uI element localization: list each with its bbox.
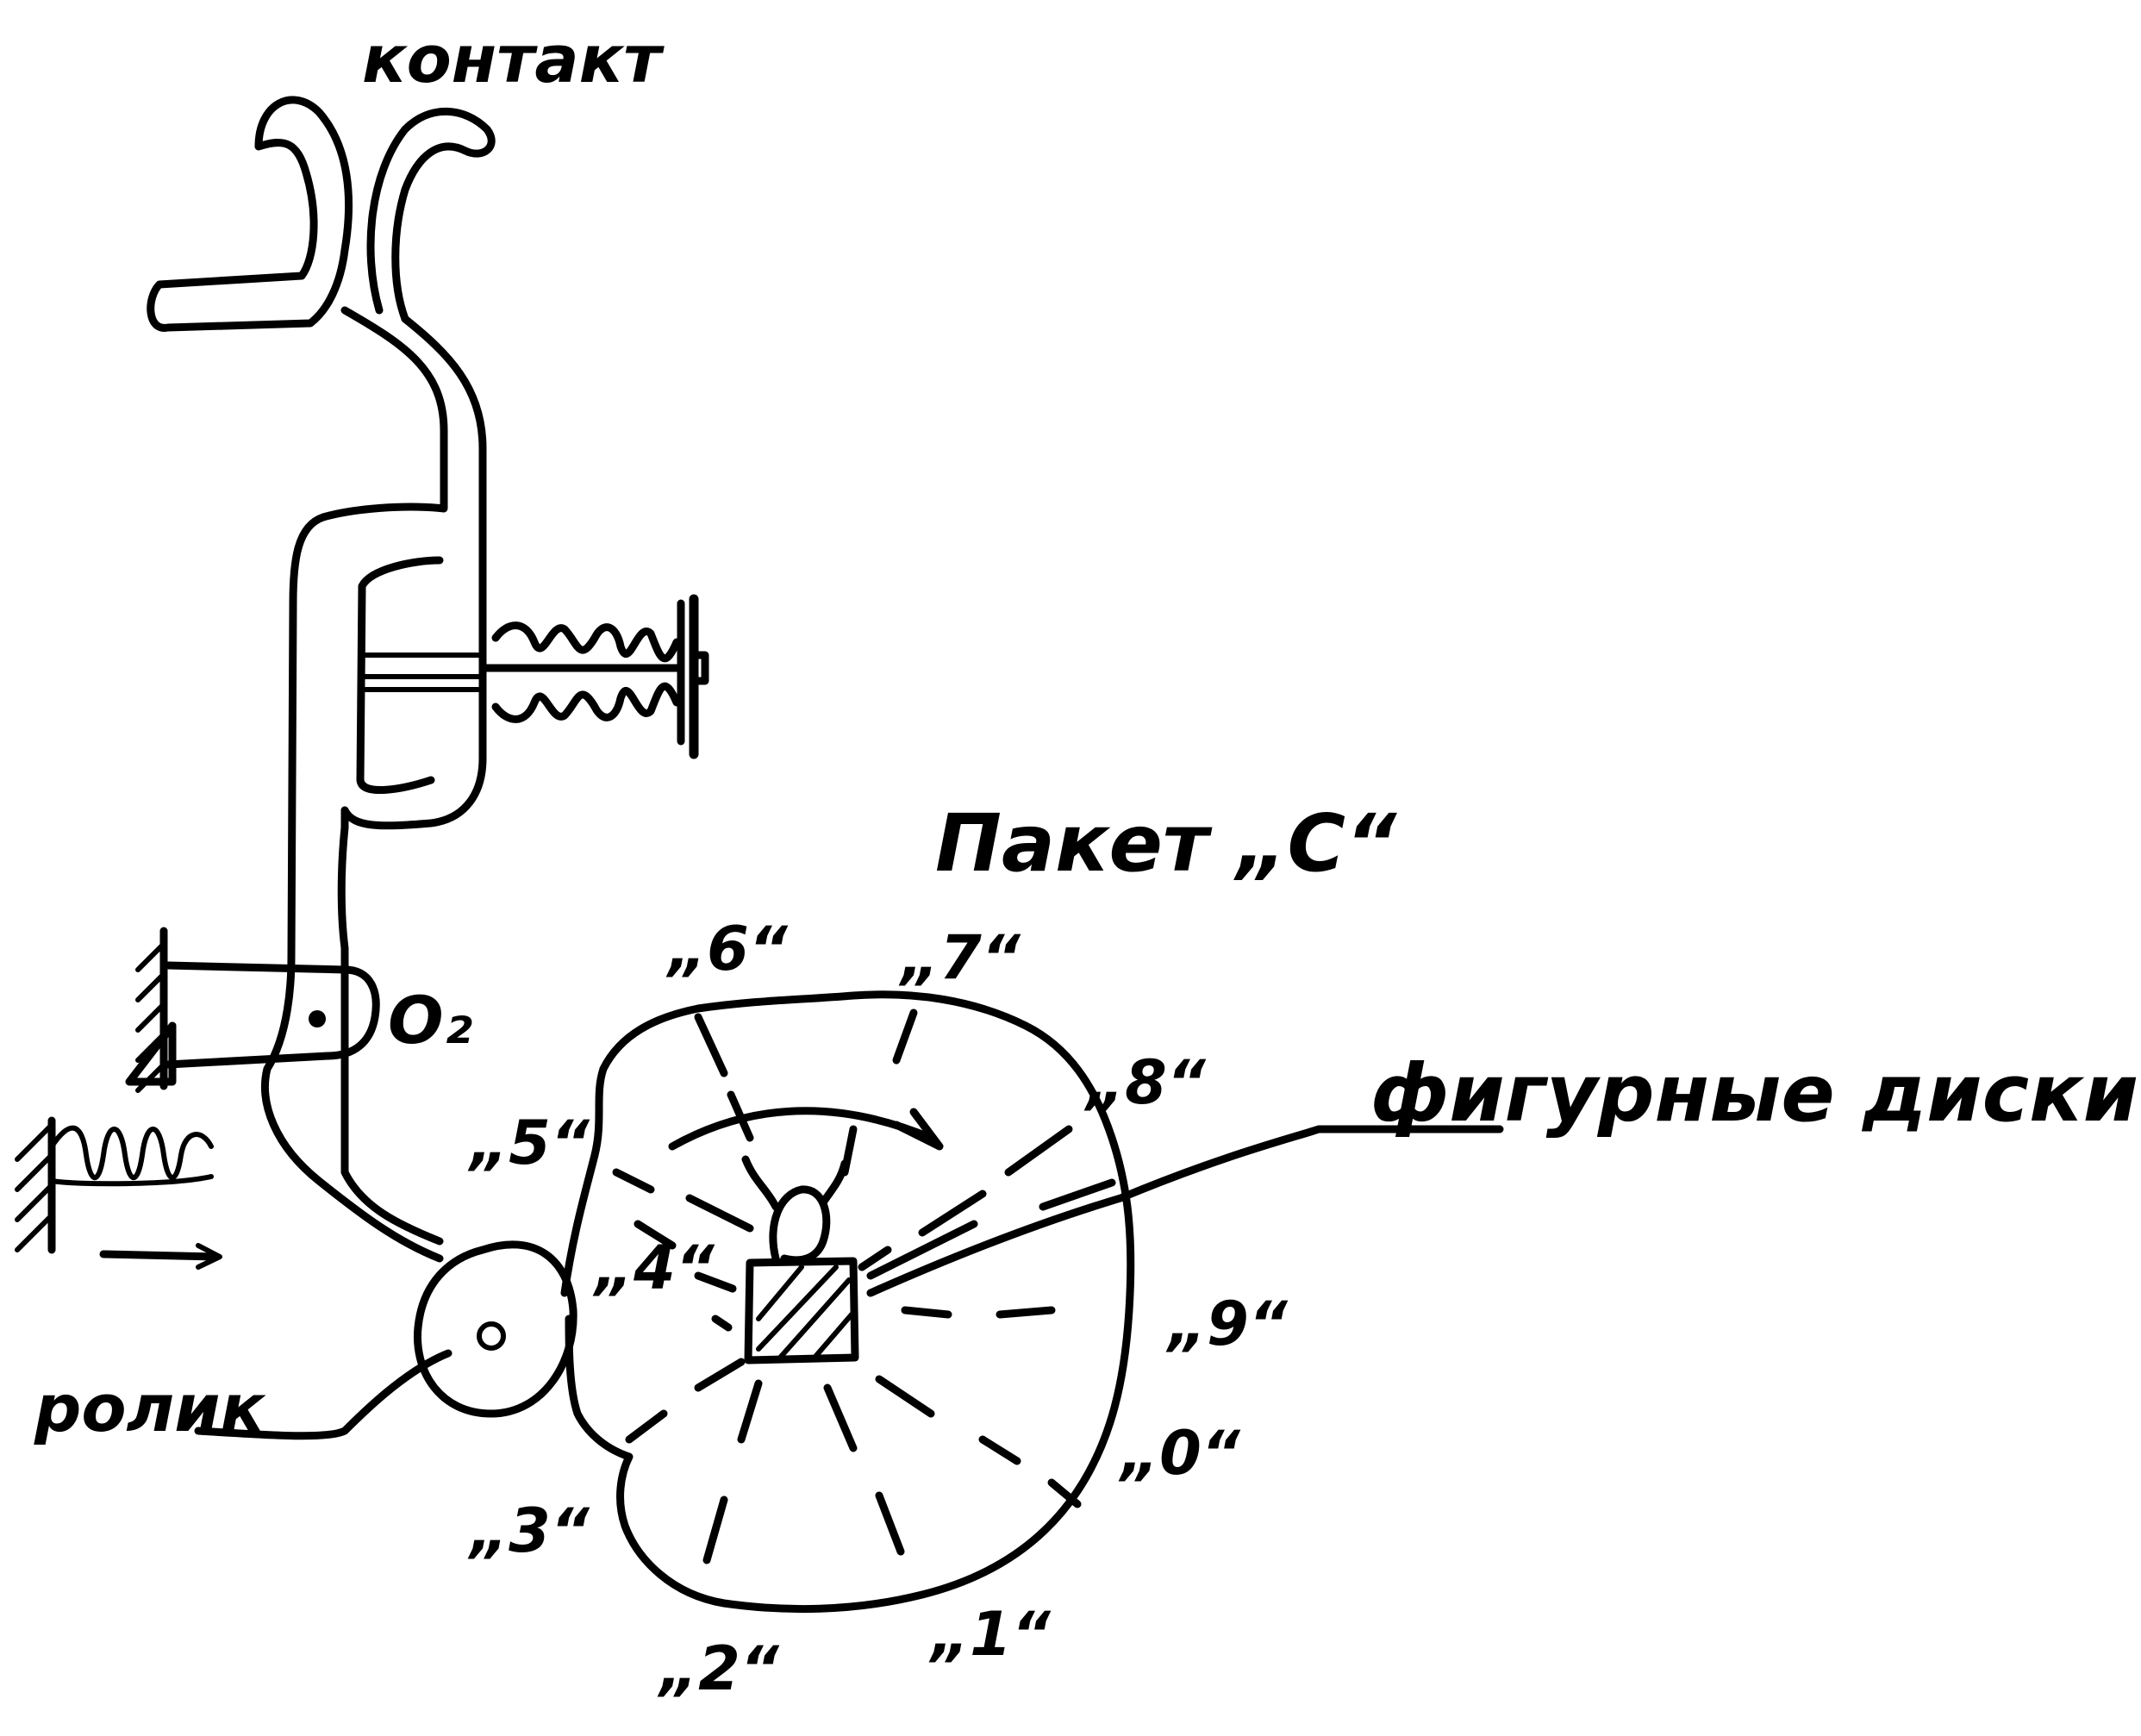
digit-9: „9“ — [1165, 1289, 1289, 1359]
contact-label: контакт — [362, 21, 665, 97]
package-label: Пакет „С“ — [935, 797, 1397, 890]
roller-label: ролик — [34, 1370, 267, 1446]
digit-0: „0“ — [1118, 1418, 1241, 1489]
figured-discs-label: фигурные диски — [1370, 1047, 2138, 1140]
leader-lines — [194, 1125, 1504, 1440]
digit-8: „8“ — [1083, 1047, 1207, 1118]
digit-3: „3“ — [467, 1496, 590, 1566]
pivot-o2 — [125, 927, 380, 1093]
digit-2: „2“ — [657, 1633, 780, 1704]
pivot-o2-label: O₂ — [388, 982, 472, 1058]
digit-7: „7“ — [898, 922, 1021, 993]
disc-digits: „0“ „1“ „2“ „3“ „4“ „5“ „6“ „7“ „8“ „9“ — [467, 914, 1289, 1704]
roller — [413, 1240, 577, 1418]
contact-springs — [147, 96, 496, 332]
digit-5: „5“ — [467, 1108, 590, 1178]
digit-6: „6“ — [665, 914, 789, 984]
text-labels: контакт Пакет „С“ фигурные диски ролик O… — [34, 21, 2138, 1446]
lever — [261, 306, 709, 1263]
digit-1: „1“ — [928, 1599, 1052, 1670]
return-spring — [15, 1116, 222, 1270]
figured-disc — [560, 990, 1135, 1614]
digit-4: „4“ — [592, 1233, 715, 1303]
